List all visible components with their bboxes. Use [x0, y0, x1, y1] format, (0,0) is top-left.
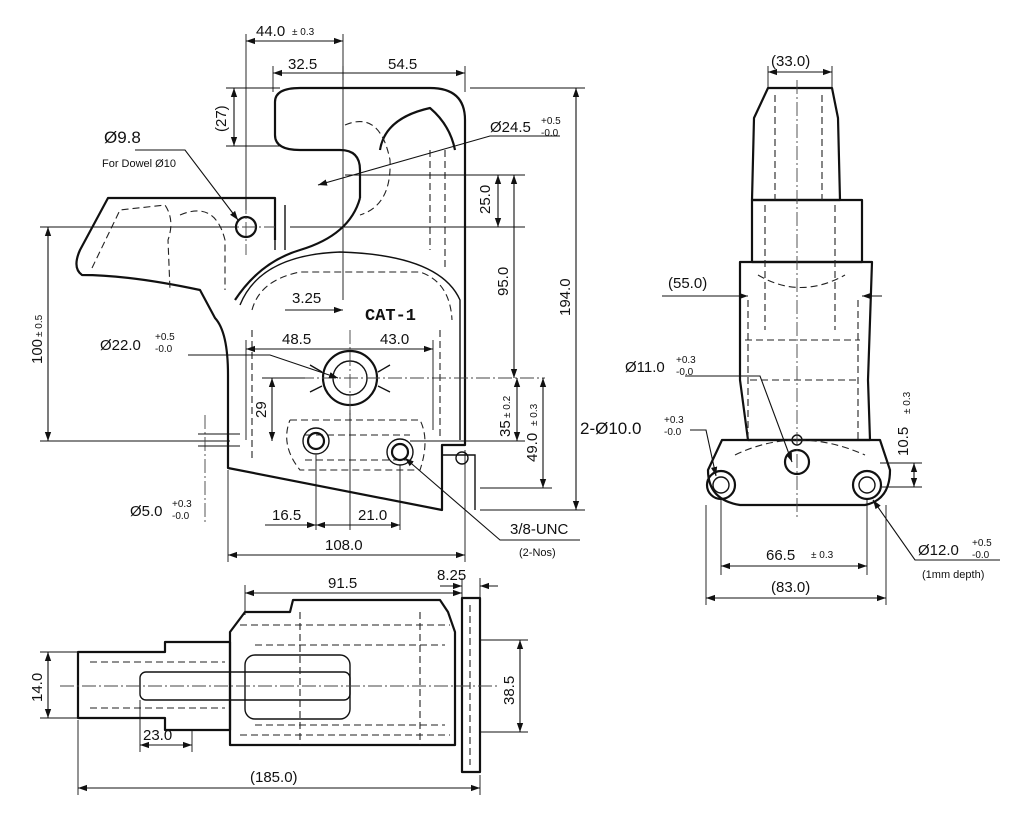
dim-27: (27)	[213, 105, 230, 132]
dim-54-5: 54.5	[388, 56, 417, 73]
dia-24-5: Ø24.5	[490, 119, 531, 136]
mounting-hole-left	[705, 469, 737, 501]
mounting-hole-right	[851, 469, 883, 501]
tol-10-5: ± 0.3	[902, 391, 913, 414]
tol-44: ± 0.3	[292, 27, 315, 38]
dim-194: 194.0	[557, 278, 574, 316]
note-dowel: For Dowel Ø10	[102, 158, 176, 170]
cat-1-marking: CAT-1	[365, 307, 416, 326]
dim-100: 100	[29, 339, 46, 364]
dim-43: 43.0	[380, 331, 409, 348]
dim-35: 35	[497, 420, 514, 437]
bottom-view-dimensions	[40, 578, 528, 795]
tol-11-minus: -0.0	[676, 367, 694, 378]
thread-spec: 3/8-UNC	[510, 521, 569, 538]
tol-22-plus: +0.5	[155, 332, 175, 343]
dim-16-5: 16.5	[272, 507, 301, 524]
dim-33: (33.0)	[771, 53, 810, 70]
tol-10-minus: -0.0	[664, 427, 682, 438]
dia-9-8: Ø9.8	[104, 128, 141, 147]
tol-66-5: ± 0.3	[811, 550, 834, 561]
front-view-dimensions	[40, 34, 585, 562]
front-view: 44.0 ± 0.3 32.5 54.5 (27) Ø9.8 For Dowel…	[29, 23, 585, 562]
dia-10: 2-Ø10.0	[580, 419, 641, 438]
dim-185: (185.0)	[250, 769, 298, 786]
thread-hole-right	[390, 442, 410, 462]
tol-11-plus: +0.3	[676, 355, 696, 366]
thread-hole-left	[306, 431, 326, 451]
dim-25: 25.0	[477, 185, 494, 214]
dia-11: Ø11.0	[625, 359, 665, 376]
dim-23: 23.0	[143, 727, 172, 744]
side-view-labels: (33.0) (55.0) Ø11.0 +0.3 -0.0 2-Ø10.0 +0…	[580, 53, 992, 596]
tol-12-minus: -0.0	[972, 550, 990, 561]
front-view-labels: 44.0 ± 0.3 32.5 54.5 (27) Ø9.8 For Dowel…	[29, 23, 574, 559]
dim-44: 44.0	[256, 23, 285, 40]
dia-12: Ø12.0	[918, 542, 959, 559]
thread-quantity: (2-Nos)	[519, 547, 556, 559]
tol-5-minus: -0.0	[172, 511, 190, 522]
dim-21: 21.0	[358, 507, 387, 524]
dim-95: 95.0	[495, 267, 512, 296]
dia-5: Ø5.0	[130, 503, 163, 520]
side-view-hidden-lines	[734, 95, 866, 456]
dim-32-5: 32.5	[288, 56, 317, 73]
tol-12-plus: +0.5	[972, 538, 992, 549]
tol-49: ± 0.3	[529, 403, 540, 426]
tol-100: ± 0.5	[34, 314, 45, 337]
dim-8-25: 8.25	[437, 567, 466, 584]
bottom-view-hidden-lines	[90, 605, 471, 765]
dim-10-5: 10.5	[895, 427, 912, 456]
dim-3-25: 3.25	[292, 290, 321, 307]
tol-35: ± 0.2	[502, 395, 513, 418]
bottom-view-labels: 91.5 8.25 14.0 38.5 23.0 (185.0)	[29, 567, 518, 786]
dim-91-5: 91.5	[328, 575, 357, 592]
dim-48-5: 48.5	[282, 331, 311, 348]
dim-49: 49.0	[524, 433, 541, 462]
tol-24-5-minus: -0.0	[541, 128, 559, 139]
note-depth: (1mm depth)	[922, 569, 984, 581]
dim-83: (83.0)	[771, 579, 810, 596]
bottom-view: 91.5 8.25 14.0 38.5 23.0 (185.0)	[29, 567, 528, 795]
front-view-outline	[75, 86, 476, 512]
dim-55: (55.0)	[668, 275, 707, 292]
dia-22: Ø22.0	[100, 337, 141, 354]
tol-24-5-plus: +0.5	[541, 116, 561, 127]
tol-5-plus: +0.3	[172, 499, 192, 510]
dim-29: 29	[253, 401, 270, 418]
dim-14: 14.0	[29, 673, 46, 702]
side-view: (33.0) (55.0) Ø11.0 +0.3 -0.0 2-Ø10.0 +0…	[580, 53, 1000, 605]
side-view-dimensions	[662, 66, 1000, 605]
dim-66-5: 66.5	[766, 547, 795, 564]
dim-38-5: 38.5	[501, 676, 518, 705]
dim-108: 108.0	[325, 537, 363, 554]
tol-10-plus: +0.3	[664, 415, 684, 426]
tol-22-minus: -0.0	[155, 344, 173, 355]
